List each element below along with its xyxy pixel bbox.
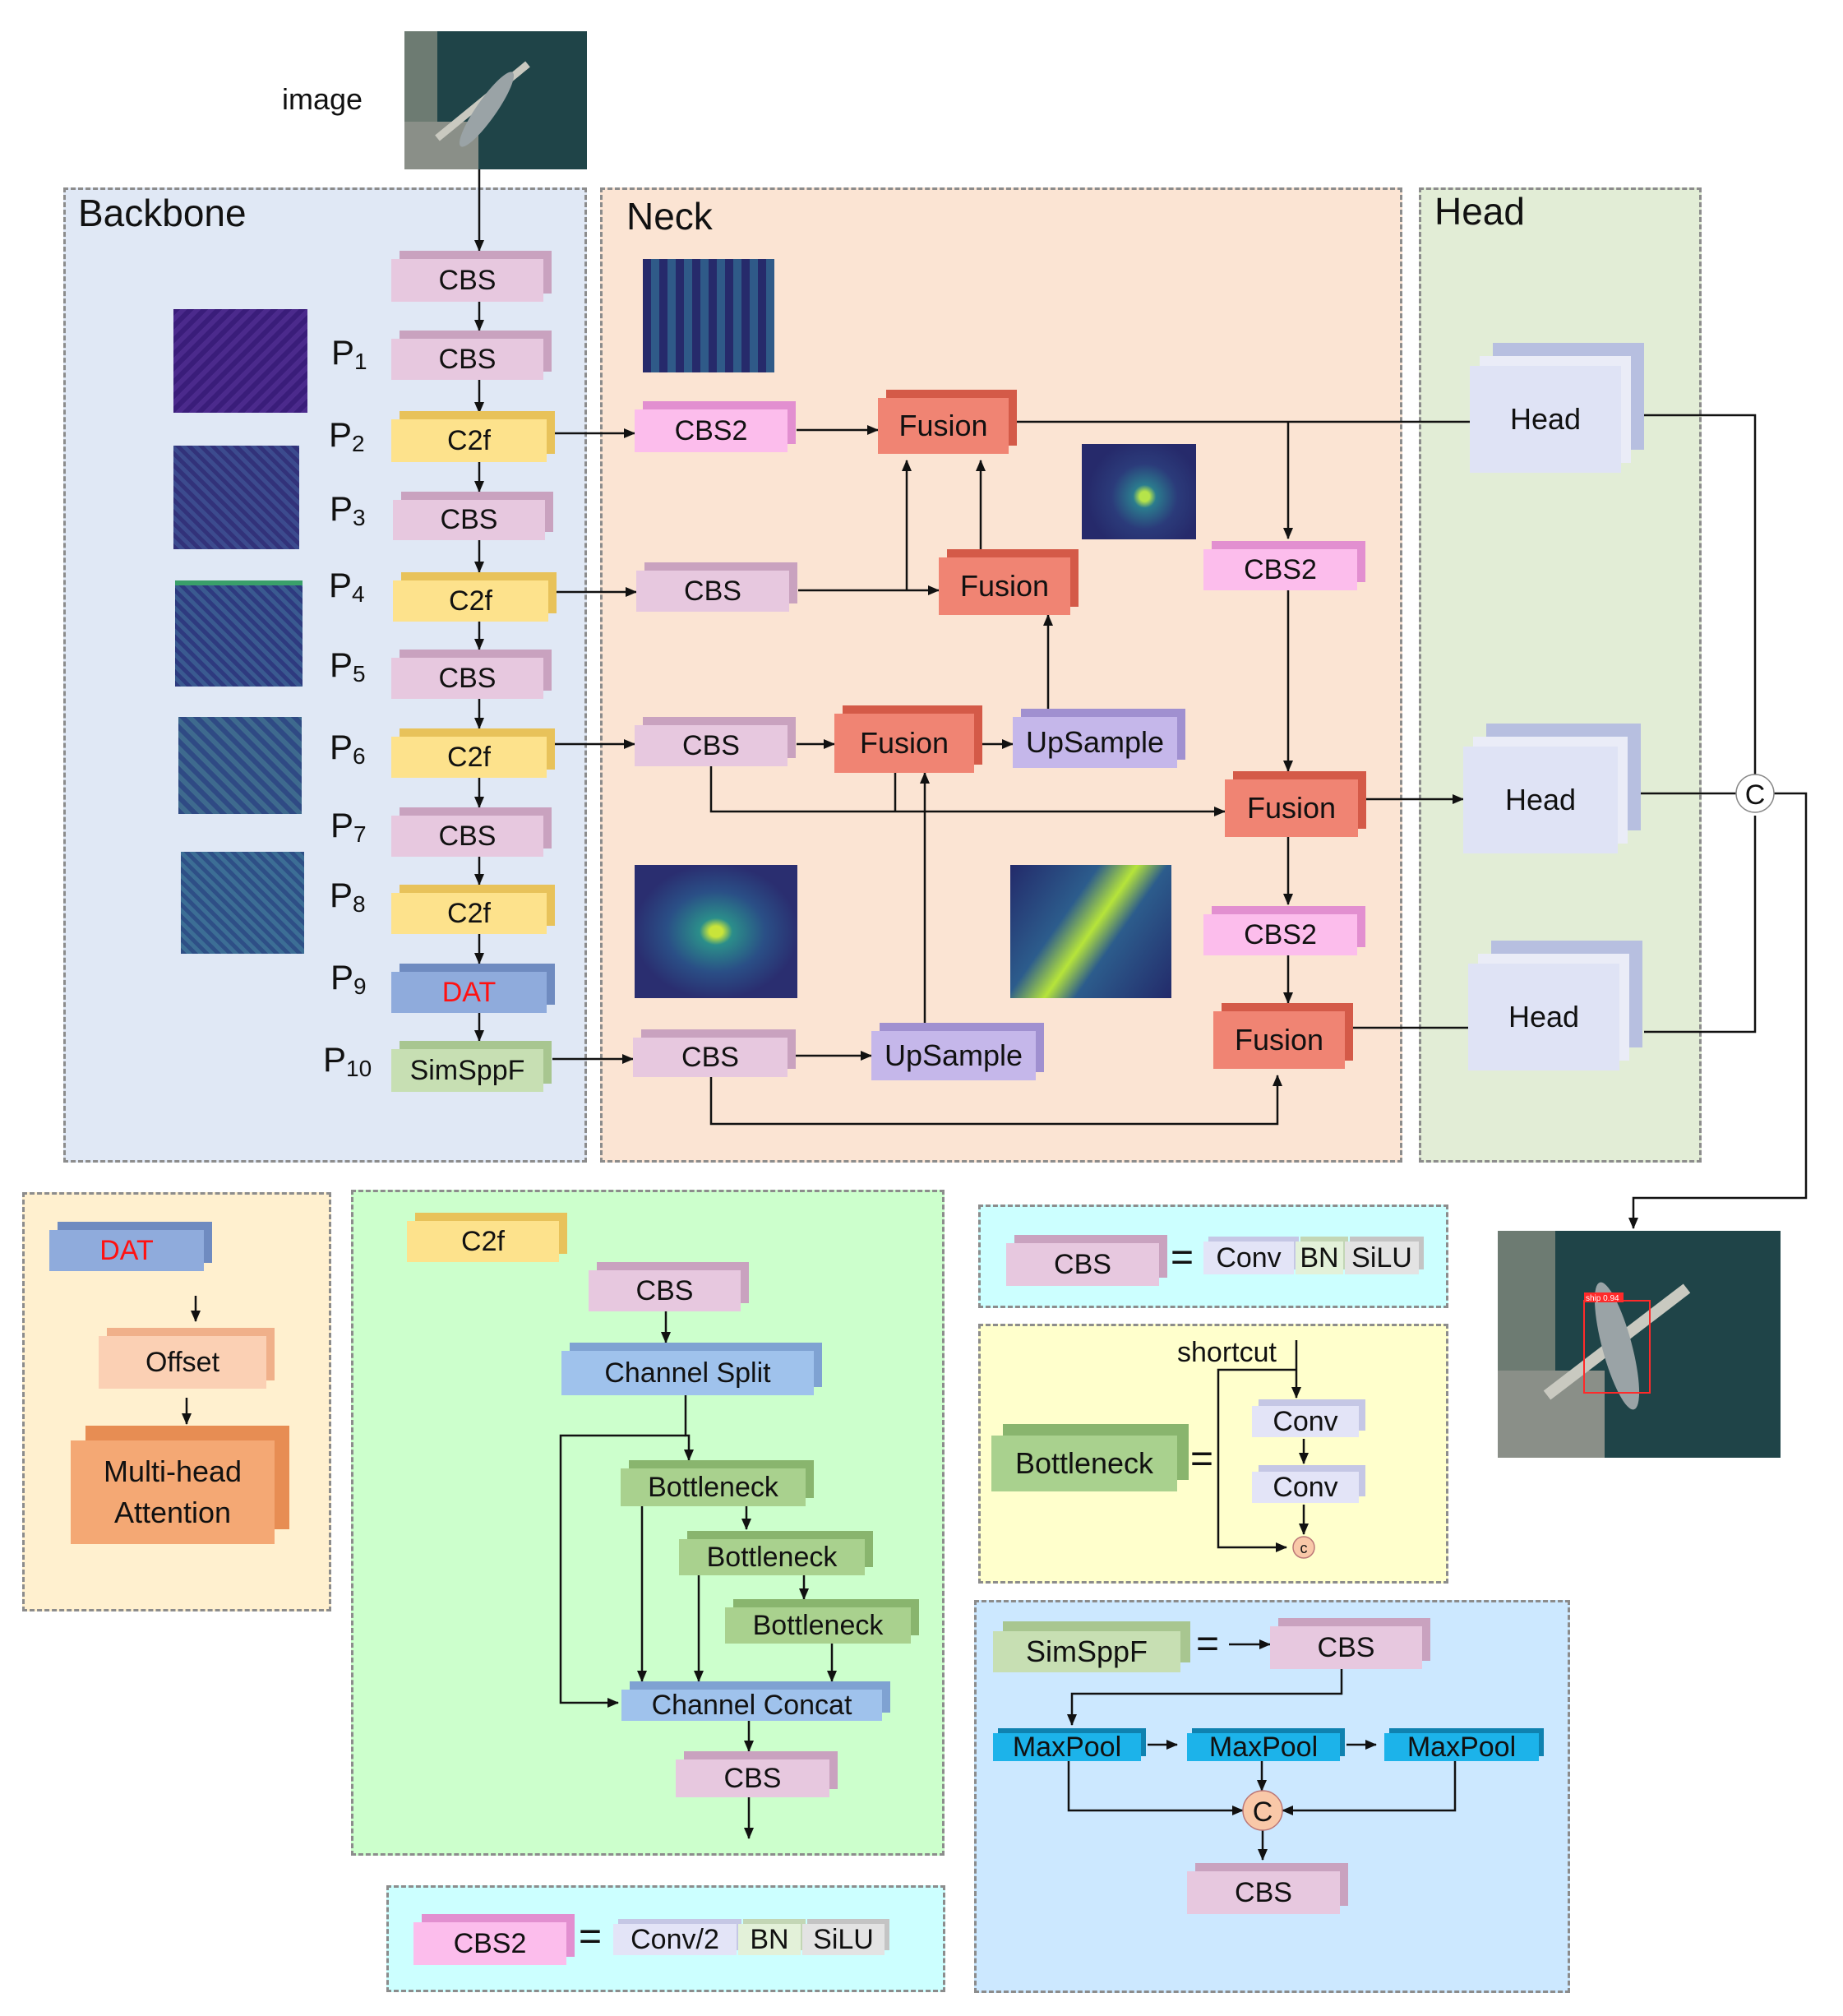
- cbs-legend-conv: Conv: [1203, 1242, 1294, 1274]
- simsppf-legend-equals: =: [1196, 1622, 1220, 1666]
- c2f-legend-concat: Channel Concat: [621, 1690, 882, 1721]
- c2f-legend-bottleneck-2: Bottleneck: [679, 1539, 865, 1575]
- backbone-cbs-1: CBS: [391, 339, 543, 380]
- simsppf-legend-maxpool-3: MaxPool: [1384, 1732, 1539, 1763]
- bottleneck-concat-symbol: c: [1300, 1540, 1308, 1556]
- feature-map-p8: [181, 852, 304, 954]
- output-image: ship 0.94: [1498, 1231, 1781, 1458]
- c2f-legend-bottleneck-3: Bottleneck: [725, 1607, 911, 1644]
- simsppf-legend-cbs-bottom: CBS: [1187, 1871, 1340, 1914]
- simsppf-legend-maxpool-2: MaxPool: [1187, 1732, 1340, 1763]
- feature-map-neck-top: [643, 259, 774, 372]
- backbone-c2f-8: C2f: [391, 893, 547, 934]
- feature-map-p4: [175, 580, 303, 687]
- cbs2-legend-cbs2: CBS2: [413, 1922, 566, 1965]
- p-label-9: P9: [330, 958, 367, 999]
- cbs2-legend-silu: SiLU: [802, 1924, 885, 1955]
- feature-map-p2: [173, 446, 299, 549]
- backbone-c2f-6: C2f: [391, 737, 547, 778]
- neck-fusion-p6: Fusion: [834, 714, 974, 773]
- neck-cbs2-top: CBS2: [635, 409, 788, 452]
- feature-map-p1: [173, 309, 307, 413]
- simsppf-legend-maxpool-1: MaxPool: [993, 1732, 1141, 1763]
- bottleneck-legend-conv-1: Conv: [1252, 1406, 1359, 1437]
- bottleneck-legend-shortcut: shortcut: [1177, 1337, 1277, 1368]
- detection-label: ship 0.94: [1586, 1294, 1619, 1303]
- neck-cbs2-right-2: CBS2: [1203, 914, 1357, 955]
- neck-cbs-p4: CBS: [636, 571, 789, 612]
- backbone-title: Backbone: [78, 192, 247, 234]
- concat-symbol-main: C: [1745, 779, 1766, 811]
- c2f-legend-split: Channel Split: [561, 1351, 814, 1395]
- backbone-cbs-7: CBS: [391, 816, 543, 857]
- backbone-c2f-2: C2f: [391, 419, 547, 462]
- backbone-cbs-5: CBS: [391, 658, 543, 699]
- neck-cbs-p6: CBS: [635, 725, 788, 766]
- backbone-cbs-3: CBS: [393, 500, 545, 540]
- cbs-legend-silu: SiLU: [1345, 1242, 1419, 1274]
- cbs-legend-equals: =: [1171, 1236, 1194, 1279]
- head-title: Head: [1434, 190, 1525, 233]
- head-panel: [1419, 187, 1702, 1163]
- neck-fusion-right-1: Fusion: [1225, 779, 1358, 837]
- bottleneck-legend-equals: =: [1190, 1437, 1214, 1481]
- bottleneck-legend-conv-2: Conv: [1252, 1472, 1359, 1503]
- p-label-7: P7: [330, 806, 367, 847]
- c2f-legend-bottleneck-1: Bottleneck: [621, 1468, 806, 1506]
- neck-cbs-p10: CBS: [633, 1038, 788, 1077]
- c2f-legend-cbs-bottom: CBS: [676, 1759, 829, 1797]
- neck-fusion-mid: Fusion: [939, 557, 1070, 615]
- bottleneck-legend-bottleneck: Bottleneck: [991, 1436, 1177, 1491]
- dat-legend-dat: DAT: [49, 1230, 204, 1271]
- neck-upsample-p6: UpSample: [1013, 717, 1177, 768]
- c2f-legend-cbs-top: CBS: [589, 1270, 741, 1311]
- feature-map-neck-right: [1010, 865, 1171, 998]
- neck-title: Neck: [626, 195, 713, 238]
- feature-map-p6: [178, 717, 302, 814]
- p-label-5: P5: [330, 645, 366, 687]
- head-block-top: Head: [1470, 366, 1621, 473]
- simsppf-concat-symbol: C: [1253, 1796, 1273, 1828]
- feature-map-neck-mid: [1082, 444, 1196, 539]
- image-label: image: [282, 82, 363, 116]
- dat-legend-offset: Offset: [99, 1336, 266, 1389]
- p-label-4: P4: [329, 566, 365, 607]
- backbone-dat-9: DAT: [391, 972, 547, 1013]
- c2f-legend-c2f: C2f: [407, 1221, 559, 1262]
- p-label-3: P3: [330, 489, 366, 530]
- neck-cbs2-right-1: CBS2: [1203, 549, 1357, 590]
- p-label-10: P10: [323, 1040, 372, 1081]
- input-image: [404, 31, 587, 169]
- cbs2-legend-bn: BN: [738, 1924, 801, 1955]
- p-label-1: P1: [331, 333, 367, 374]
- neck-fusion-right-2: Fusion: [1213, 1011, 1345, 1069]
- cbs-legend-cbs: CBS: [1006, 1243, 1159, 1286]
- head-block-mid: Head: [1463, 747, 1618, 853]
- cbs2-legend-equals: =: [579, 1915, 603, 1958]
- simsppf-legend-simsppf: SimSppF: [993, 1631, 1180, 1672]
- head-block-bottom: Head: [1468, 964, 1619, 1070]
- p-label-6: P6: [330, 728, 366, 769]
- neck-fusion-top: Fusion: [878, 398, 1009, 454]
- p-label-2: P2: [329, 415, 365, 456]
- neck-upsample-p10: UpSample: [871, 1031, 1036, 1080]
- backbone-simsppf-10: SimSppF: [391, 1049, 543, 1092]
- backbone-cbs-0: CBS: [391, 259, 543, 302]
- simsppf-legend-cbs-top: CBS: [1270, 1626, 1422, 1669]
- backbone-c2f-4: C2f: [393, 580, 548, 622]
- cbs-legend-bn: BN: [1296, 1242, 1343, 1274]
- feature-map-neck-left: [635, 865, 797, 998]
- cbs2-legend-conv: Conv/2: [613, 1924, 737, 1955]
- p-label-8: P8: [330, 876, 366, 917]
